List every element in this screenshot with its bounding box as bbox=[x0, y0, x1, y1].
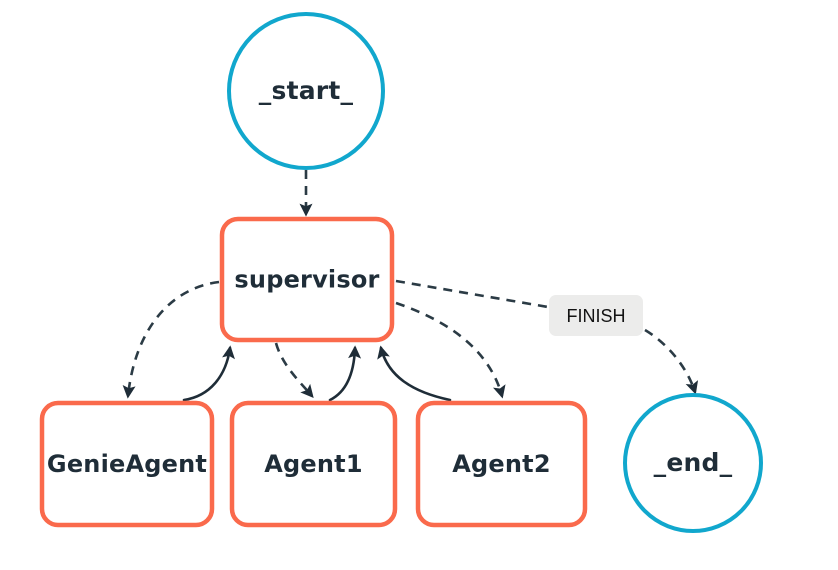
node-agent1[interactable]: Agent1 bbox=[229, 400, 398, 528]
node-agent1-label: Agent1 bbox=[264, 450, 363, 478]
node-end[interactable]: _end_ bbox=[623, 393, 763, 533]
edge-genieagent-to-supervisor bbox=[182, 345, 235, 402]
node-end-shape[interactable] bbox=[623, 393, 763, 533]
finish-label-background bbox=[549, 295, 643, 336]
node-end-label: _end_ bbox=[654, 448, 733, 477]
node-start-shape[interactable] bbox=[227, 12, 385, 170]
node-genieagent-label: GenieAgent bbox=[47, 450, 207, 478]
node-supervisor[interactable]: supervisor bbox=[219, 216, 395, 343]
node-supervisor-label: supervisor bbox=[234, 266, 379, 294]
node-agent1-shape[interactable] bbox=[229, 400, 398, 528]
edge-supervisor-to-agent1 bbox=[274, 342, 314, 398]
edge-agent1-to-supervisor bbox=[328, 345, 362, 402]
node-genieagent[interactable]: GenieAgent bbox=[39, 400, 215, 528]
node-agent2[interactable]: Agent2 bbox=[415, 400, 588, 528]
edge-supervisor-to-genieagent bbox=[122, 280, 220, 399]
edge-supervisor-to-agent2 bbox=[395, 301, 506, 399]
node-genieagent-shape[interactable] bbox=[39, 400, 215, 528]
edge-agent2-to-supervisor bbox=[377, 345, 452, 402]
node-start-label: _start_ bbox=[259, 76, 354, 105]
node-agent2-shape[interactable] bbox=[415, 400, 588, 528]
edge-label-finish: FINISH bbox=[549, 295, 643, 336]
finish-label-text: FINISH bbox=[566, 306, 625, 326]
node-agent2-label: Agent2 bbox=[452, 450, 551, 478]
node-start[interactable]: _start_ bbox=[227, 12, 385, 170]
edge-layer bbox=[122, 170, 699, 402]
edge-finish-label-to-end bbox=[644, 328, 699, 395]
edge-supervisor-to-finish-label bbox=[395, 279, 549, 309]
node-layer: _start_ supervisor GenieAgent Agent1 Age… bbox=[39, 12, 763, 533]
node-supervisor-shape[interactable] bbox=[219, 216, 395, 343]
